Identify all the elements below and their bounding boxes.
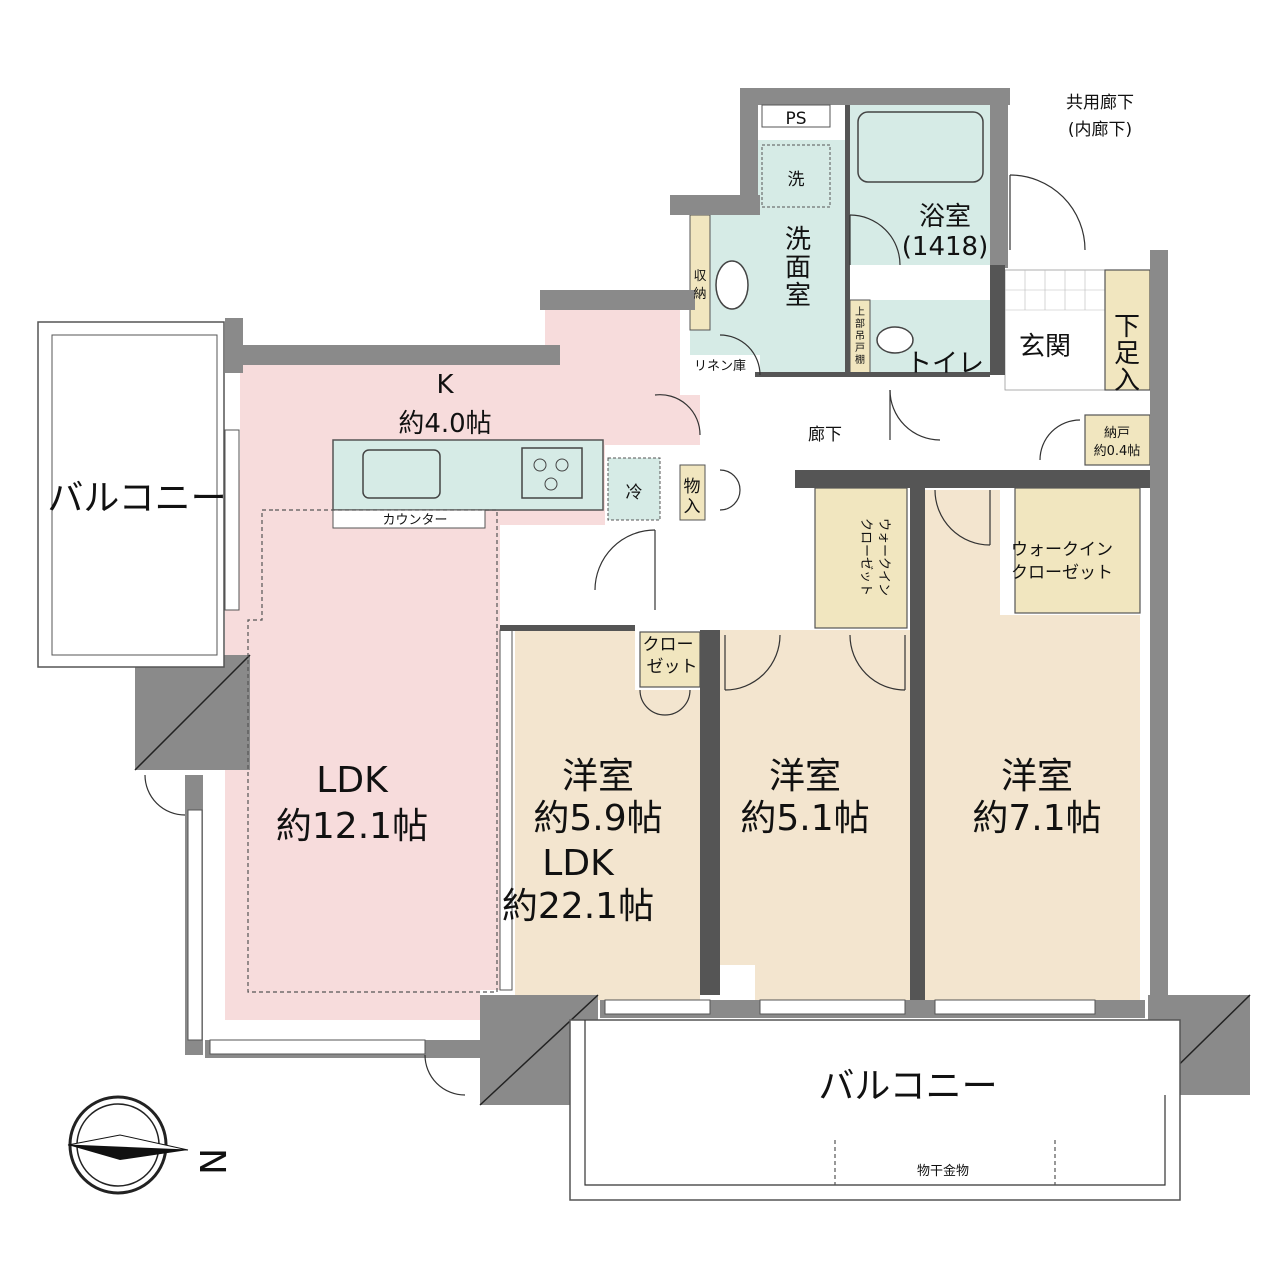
closet-storage-small [1084, 414, 1151, 466]
walkin-mid-1: ウォークイン [876, 518, 891, 596]
balcony-left-label: バルコニー [47, 478, 226, 519]
walkin-right-1: ウォークイン [1011, 540, 1113, 560]
common-corridor-sublabel: (内廊下) [1068, 120, 1132, 140]
closet-label-2: ゼット [647, 657, 698, 677]
upper-shelf-1: 上 [855, 306, 865, 318]
western-1-label: 洋室 [562, 756, 634, 797]
western-2-size: 約5.1帖 [740, 798, 869, 839]
shoe-box-2: 足 [1114, 339, 1140, 369]
western-2-label: 洋室 [769, 756, 841, 797]
bath-size: (1418) [902, 232, 988, 262]
walkin-right-2: クローゼット [1011, 563, 1113, 583]
washroom-label-1: 洗 [785, 225, 811, 255]
compass-north-label: N [191, 1148, 232, 1175]
hallway-label: 廊下 [808, 425, 842, 445]
balcony-bottom-area [569, 1019, 1181, 1201]
fridge-label: 冷 [626, 483, 643, 503]
upper-shelf-4: 戸 [855, 342, 865, 354]
upper-shelf-5: 棚 [855, 353, 865, 366]
closet-storage-name: 納戸 [1104, 426, 1130, 441]
washbasin-icon [715, 260, 749, 310]
washroom-area [690, 140, 845, 375]
western-1-size: 約5.9帖 [533, 798, 662, 839]
bath-label: 浴室 [919, 202, 971, 232]
upper-shelf-3: 吊 [855, 330, 865, 342]
linen-label: リネン庫 [694, 359, 746, 374]
walkin-closet-right [1014, 487, 1141, 614]
ldk-total-label: LDK [542, 843, 615, 884]
bath-area [850, 105, 990, 265]
western-3-label: 洋室 [1001, 756, 1073, 797]
stove-icon [521, 447, 583, 499]
kitchen-label: K [436, 370, 454, 400]
toilet-area [850, 300, 990, 375]
drying-hardware-label: 物干金物 [917, 1163, 969, 1179]
western-3-size: 約7.1帖 [972, 798, 1101, 839]
balcony-left-area [37, 321, 225, 668]
laundry-label: 洗 [788, 170, 805, 190]
fridge-space [607, 457, 661, 521]
shoe-box-3: 入 [1114, 366, 1140, 396]
shoe-box [1104, 269, 1151, 391]
ldk-size: 約12.1帖 [276, 806, 428, 847]
counter-label: カウンター [382, 513, 447, 528]
ps-label: PS [785, 109, 806, 129]
hallway-area [680, 395, 1080, 630]
balcony-bottom-label: バルコニー [818, 1066, 997, 1107]
walkin-mid-2: クローゼット [858, 518, 873, 596]
storage-small-kitchen [679, 464, 706, 521]
common-corridor-label: 共用廊下 [1066, 93, 1134, 113]
compass-icon [67, 1095, 189, 1195]
washroom-label-3: 室 [785, 281, 811, 311]
closet-label-1: クロー [643, 635, 694, 655]
storage-small-2: 入 [684, 497, 701, 517]
toilet-icon [876, 326, 914, 354]
western-room-2-area [720, 630, 910, 1000]
sink-icon [362, 449, 441, 499]
closet-small [639, 631, 701, 688]
bathtub-icon [857, 111, 984, 183]
kitchen-size: 約4.0帖 [398, 409, 491, 439]
storage-label-1: 収 [693, 269, 706, 284]
western-room-1-area [515, 630, 700, 1000]
shoe-box-1: 下 [1114, 312, 1140, 342]
closet-storage-size: 約0.4帖 [1094, 444, 1141, 459]
western-room-3-area [925, 490, 1140, 1000]
storage-small-1: 物 [684, 477, 701, 497]
entrance-floor [1004, 269, 1106, 391]
washroom-label-2: 面 [785, 253, 811, 283]
toilet-label: トイレ [906, 349, 984, 379]
ldk-label: LDK [316, 760, 389, 801]
storage-label-2: 納 [693, 287, 706, 302]
ldk-total-size: 約22.1帖 [502, 886, 654, 927]
upper-shelf-2: 部 [855, 317, 865, 330]
entrance-label: 玄関 [1019, 332, 1071, 362]
